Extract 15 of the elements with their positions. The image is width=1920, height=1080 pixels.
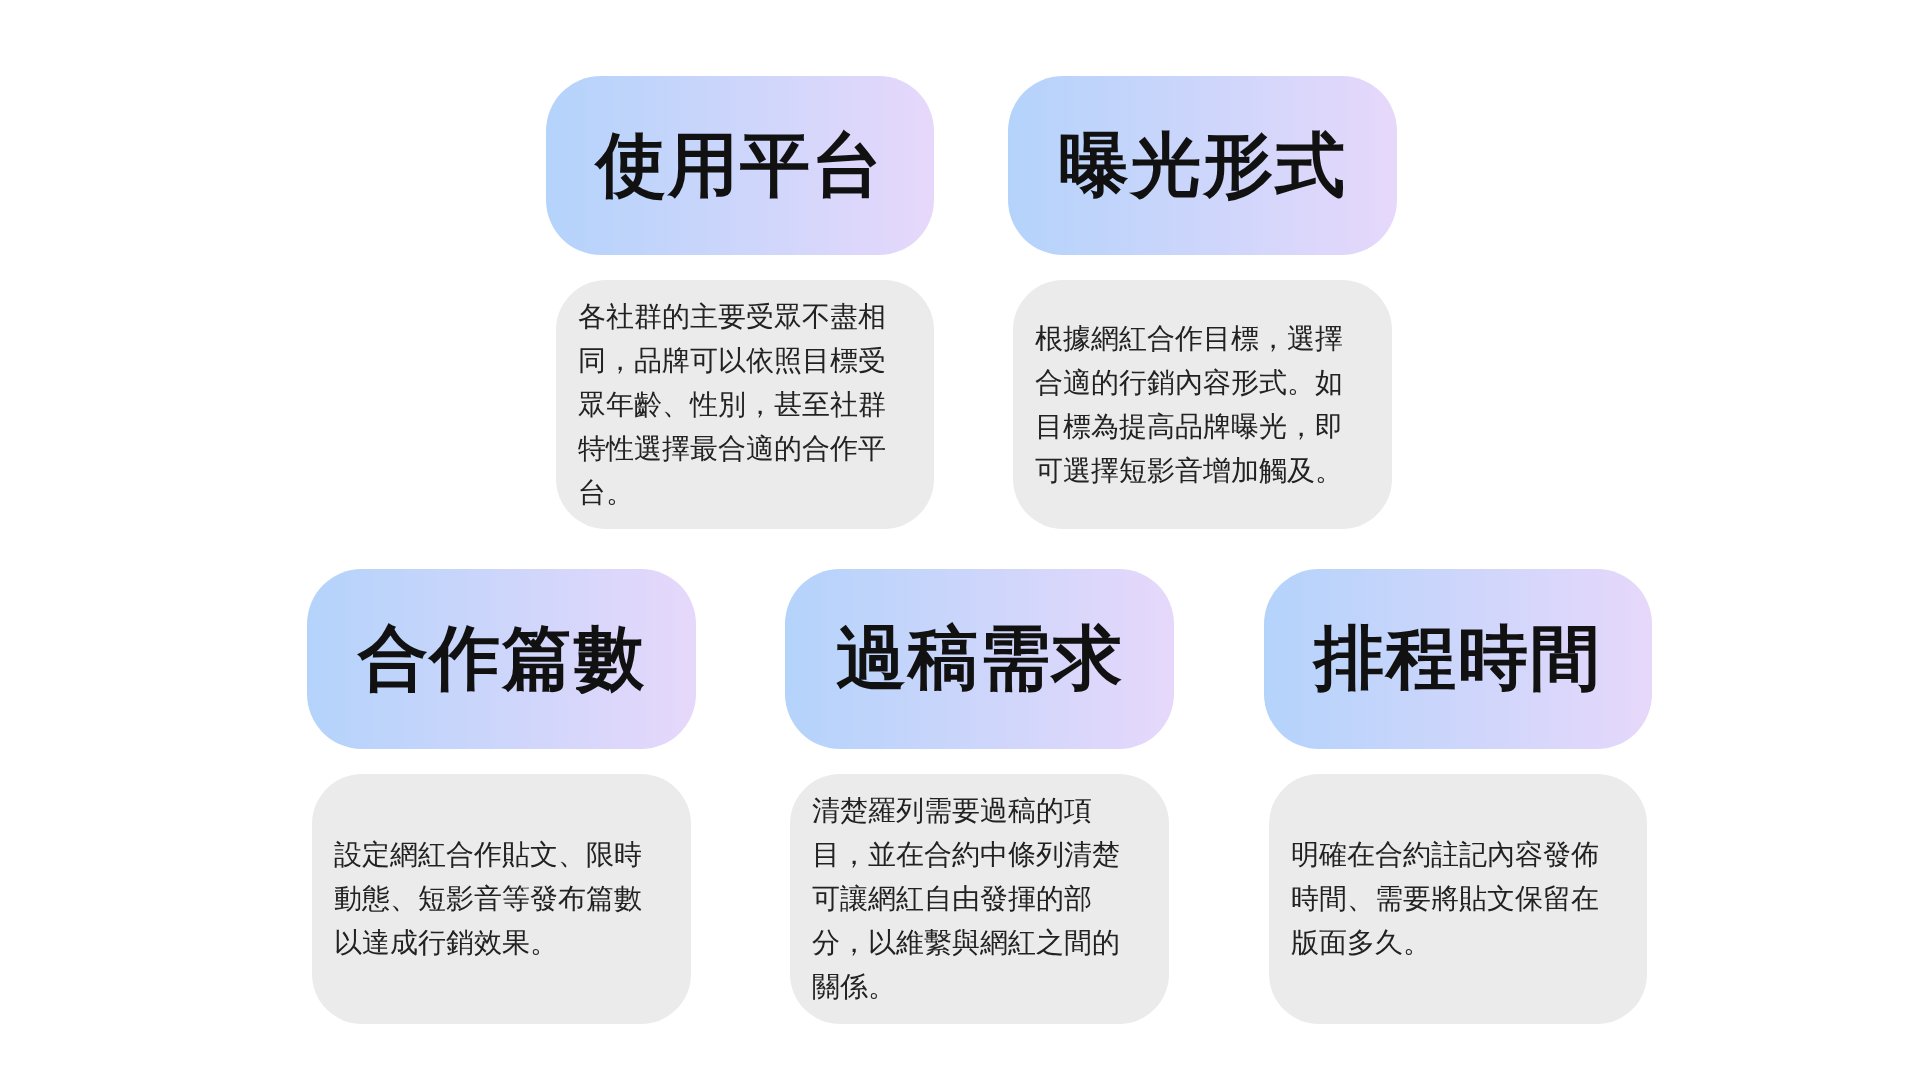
description-text: 根據網紅合作目標，選擇合適的行銷內容形式。如目標為提高品牌曝光，即可選擇短影音增加觸及。 [1035,320,1344,489]
heading-text: 曝光形式 [1058,122,1347,208]
heading-card [1008,76,1397,255]
heading-card [785,569,1174,749]
description-text: 設定網紅合作貼文、限時動態、短影音等發布篇數以達成行銷效果。 [334,837,643,961]
description-text: 清楚羅列需要過稿的項目，並在合約中條列清楚可讓網紅自由發揮的部分，以維繫與網紅之間的關係。 [812,793,1121,1005]
heading-text: 合作篇數 [357,616,646,701]
heading-text: 使用平台 [596,122,884,208]
heading-card [546,76,934,255]
description-text: 明確在合約註記內容發佈時間、需要將貼文保留在版面多久。 [1291,837,1600,961]
heading-text: 過稿需求 [835,616,1124,701]
heading-card [1264,569,1652,749]
heading-card [307,569,696,749]
description-text: 各社群的主要受眾不盡相同，品牌可以依照目標受眾年齡、性別，甚至社群特性選擇最合適的合作平台。 [578,298,887,511]
heading-text: 排程時間 [1314,616,1602,701]
